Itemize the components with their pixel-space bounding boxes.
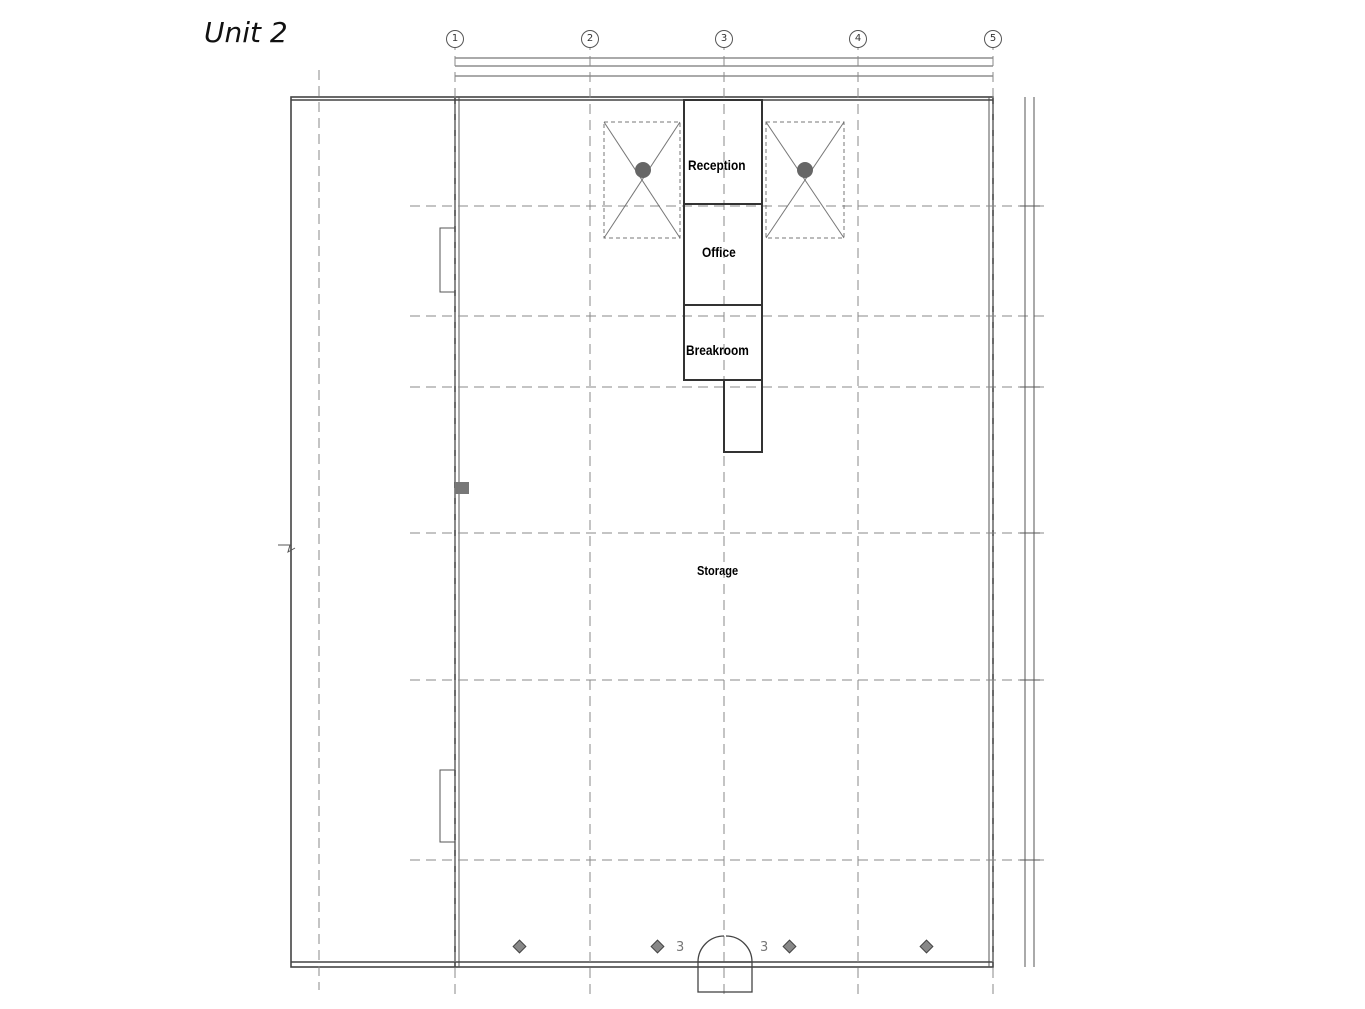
grid-marker-4: 4 bbox=[849, 30, 867, 48]
room-label-breakroom: Breakroom bbox=[686, 342, 749, 358]
grid-marker-2: 2 bbox=[581, 30, 599, 48]
room-label-storage: Storage bbox=[697, 563, 739, 578]
room-label-office: Office bbox=[702, 244, 736, 260]
room-label-reception: Reception bbox=[688, 157, 746, 173]
section-mark-right: 3 bbox=[760, 940, 769, 955]
grid-marker-5: 5 bbox=[984, 30, 1002, 48]
plan-title: Unit 2 bbox=[204, 16, 288, 49]
grid-marker-3: 3 bbox=[715, 30, 733, 48]
grid-marker-1: 1 bbox=[446, 30, 464, 48]
section-mark-left: 3 bbox=[676, 940, 685, 955]
